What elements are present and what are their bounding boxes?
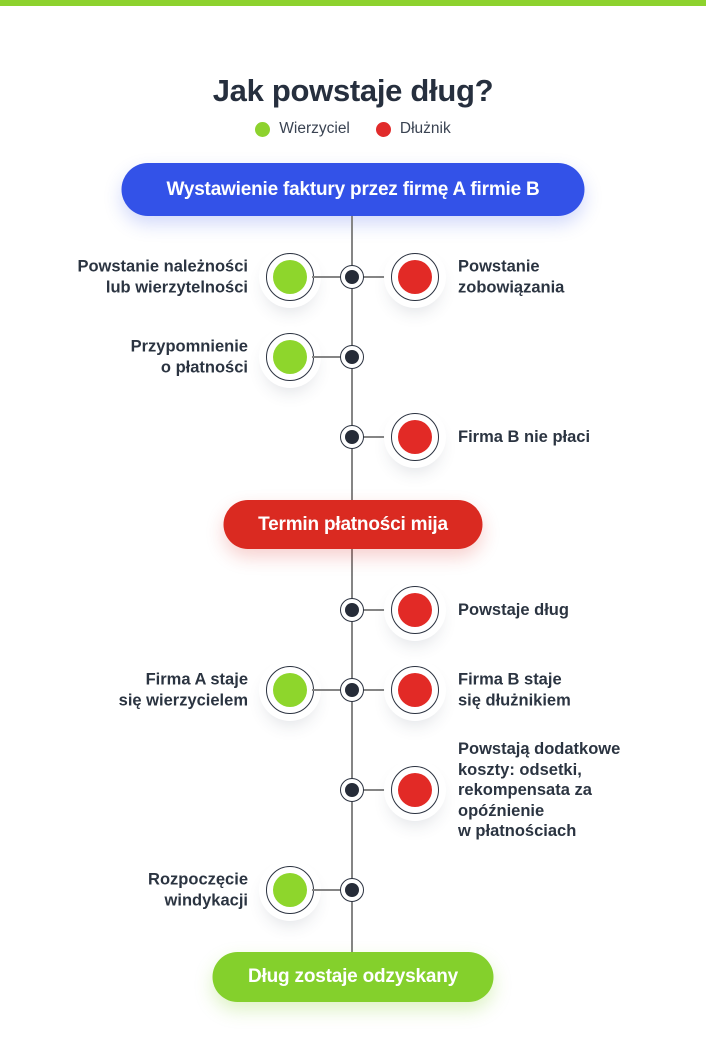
creditor-dot-icon [255, 121, 271, 137]
debtor-marker-icon [391, 766, 439, 814]
debtor-dot-icon [375, 121, 391, 137]
banner-deadline: Termin płatności mija [223, 500, 483, 549]
legend-label-creditor: Wierzyciel [279, 120, 350, 137]
connector-left [312, 276, 342, 278]
step-label-left: Powstanie należności lub wierzytelności [77, 257, 248, 297]
step-label-right: Powstaje dług [458, 600, 569, 619]
connector-right [362, 276, 393, 278]
banner-invoice-label: Wystawienie faktury przez firmę A firmie… [166, 178, 540, 200]
step-label-right: Firma B nie płaci [458, 427, 591, 446]
step-label-left: Rozpoczęcie windykacji [148, 870, 248, 910]
creditor-marker-icon [266, 333, 314, 381]
debtor-marker-icon [391, 586, 439, 634]
step-label-right: Firma B staje się dłużnikiem [458, 670, 571, 710]
banner-recovered: Dług zostaje odzyskany [212, 952, 494, 1002]
debtor-marker-icon [391, 253, 439, 301]
top-accent-bar [0, 0, 706, 6]
connector-right [362, 689, 393, 691]
connector-right [362, 789, 393, 791]
page-title: Jak powstaje dług? [212, 72, 494, 108]
legend: Wierzyciel Dłużnik [0, 119, 706, 139]
debtor-marker-icon [391, 413, 439, 461]
connector-left [312, 889, 342, 891]
creditor-marker-icon [266, 253, 314, 301]
legend-label-debtor: Dłużnik [399, 120, 451, 137]
timeline-junction-icon [340, 265, 364, 289]
banner-deadline-label: Termin płatności mija [258, 513, 448, 535]
legend-item-creditor: Wierzyciel [255, 120, 350, 138]
timeline-junction-icon [340, 345, 364, 369]
timeline-junction-icon [340, 678, 364, 702]
banner-recovered-label: Dług zostaje odzyskany [248, 966, 458, 987]
debtor-marker-icon [391, 666, 439, 714]
legend-item-debtor: Dłużnik [375, 120, 451, 138]
banner-invoice: Wystawienie faktury przez firmę A firmie… [121, 163, 585, 216]
step-label-left: Firma A staje się wierzycielem [118, 670, 248, 710]
creditor-marker-icon [266, 666, 314, 714]
connector-left [312, 689, 342, 691]
step-label-right: Powstają dodatkowe koszty: odsetki, reko… [458, 739, 621, 840]
step-label-left: Przypomnienie o płatności [130, 337, 248, 377]
timeline-line [351, 216, 353, 952]
timeline-junction-icon [340, 778, 364, 802]
creditor-marker-icon [266, 866, 314, 914]
timeline-junction-icon [340, 878, 364, 902]
connector-left [312, 356, 342, 358]
connector-right [362, 609, 393, 611]
step-label-right: Powstanie zobowiązania [458, 257, 565, 297]
connector-right [362, 436, 393, 438]
timeline-junction-icon [340, 598, 364, 622]
timeline-junction-icon [340, 425, 364, 449]
